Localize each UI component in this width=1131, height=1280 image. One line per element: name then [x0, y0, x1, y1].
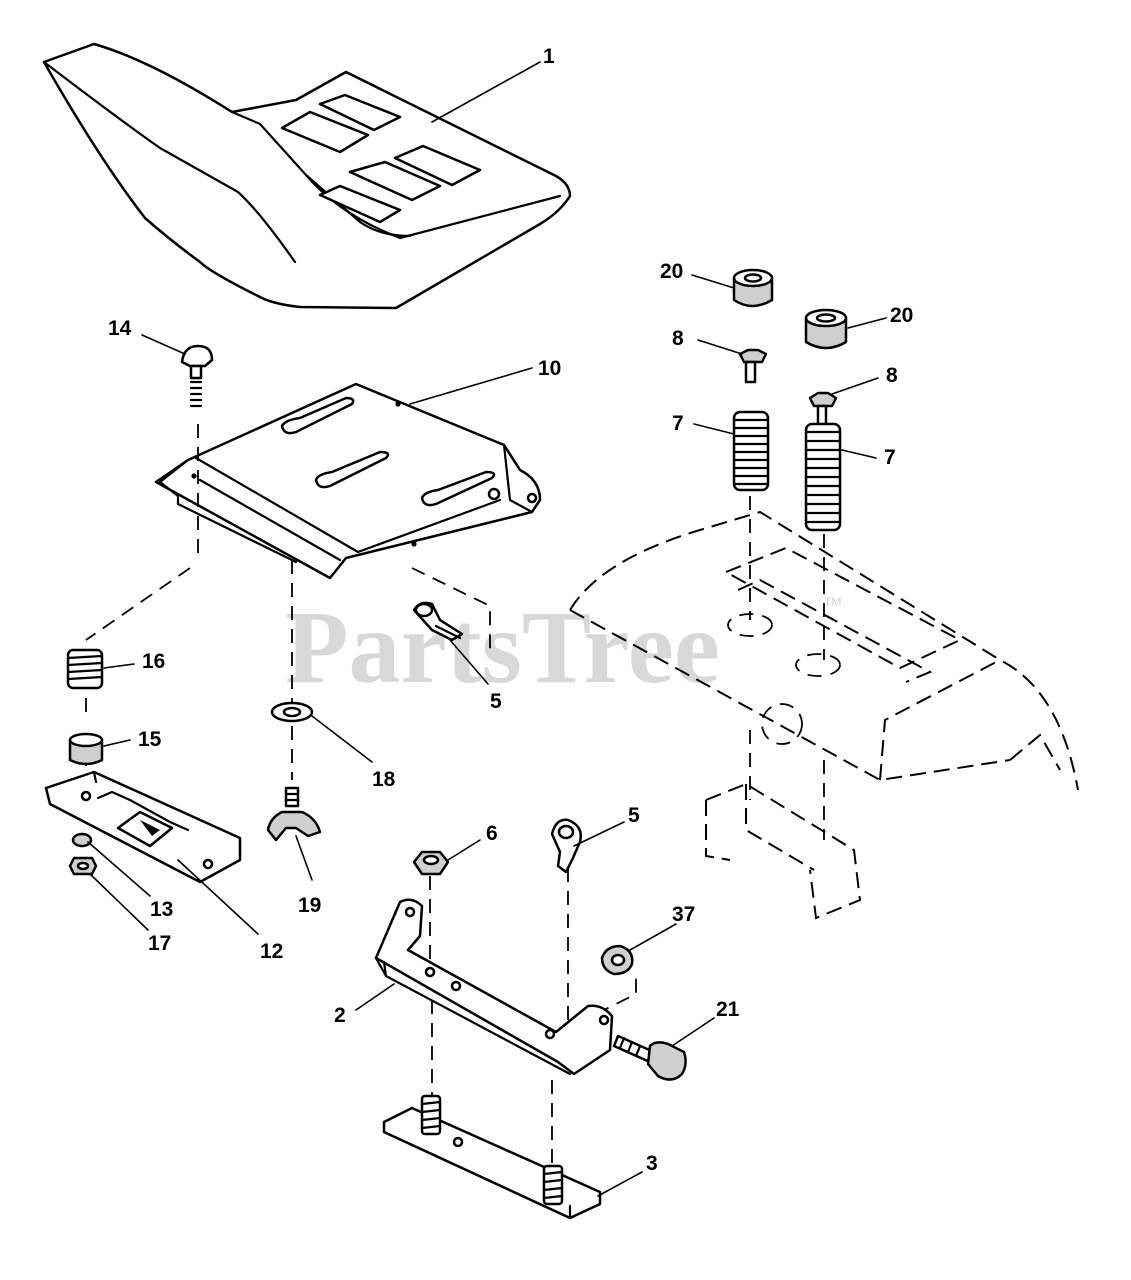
nut-13[interactable]: [71, 832, 93, 848]
clip-upper[interactable]: [412, 601, 464, 642]
callout-19: 19: [298, 894, 321, 917]
callout-6: 6: [486, 822, 498, 845]
callout-20-right: 20: [890, 304, 913, 327]
spacer-right[interactable]: [804, 308, 848, 350]
clip-lower[interactable]: [550, 818, 582, 874]
callout-2: 2: [334, 1004, 346, 1027]
shoulder-bolt-left[interactable]: [738, 348, 768, 384]
callout-10: 10: [538, 357, 561, 380]
shoulder-bolt-right[interactable]: [808, 391, 838, 428]
spring-right[interactable]: [804, 422, 842, 532]
assembly-line-g: [429, 876, 433, 1120]
seat-pan[interactable]: [154, 382, 542, 580]
callout-17: 17: [148, 932, 171, 955]
nut-37[interactable]: [600, 944, 634, 976]
callout-7-left: 7: [672, 412, 684, 435]
spacer-left[interactable]: [732, 268, 774, 308]
callout-7-right: 7: [884, 446, 896, 469]
spring-left[interactable]: [732, 410, 770, 492]
callout-8-left: 8: [672, 327, 684, 350]
callout-5-lower: 5: [628, 804, 640, 827]
watermark-text: PartsTree: [285, 590, 720, 705]
callout-21: 21: [716, 998, 740, 1021]
callout-1: 1: [543, 45, 555, 68]
callout-16: 16: [142, 650, 165, 673]
callout-12: 12: [260, 940, 283, 963]
spring-small[interactable]: [66, 648, 104, 690]
slide-plate[interactable]: [44, 770, 242, 884]
assembly-line-h: [551, 868, 569, 1168]
mount-plate[interactable]: [382, 1094, 602, 1220]
callout-18: 18: [372, 768, 396, 791]
fender-outline: [569, 510, 1079, 920]
shoulder-bolt-21[interactable]: [612, 1034, 687, 1081]
callout-3: 3: [646, 1152, 658, 1175]
callout-8-right: 8: [886, 364, 898, 387]
callout-13: 13: [150, 898, 173, 921]
pivot-bracket[interactable]: [374, 898, 614, 1076]
knob[interactable]: [266, 786, 322, 842]
assembly-line-d: [411, 567, 491, 650]
seat[interactable]: [42, 42, 572, 310]
callout-20-left: 20: [660, 260, 683, 283]
bushing[interactable]: [68, 732, 104, 766]
nut-17[interactable]: [68, 856, 98, 876]
carriage-bolt[interactable]: [180, 344, 214, 408]
callout-14: 14: [108, 317, 132, 340]
callout-15: 15: [138, 728, 162, 751]
hex-nut[interactable]: [412, 850, 450, 876]
callout-37: 37: [672, 903, 695, 926]
watermark-trademark: TM: [824, 595, 841, 609]
washer[interactable]: [270, 701, 314, 723]
assembly-line-b: [85, 567, 191, 641]
callout-5-upper: 5: [490, 690, 502, 713]
